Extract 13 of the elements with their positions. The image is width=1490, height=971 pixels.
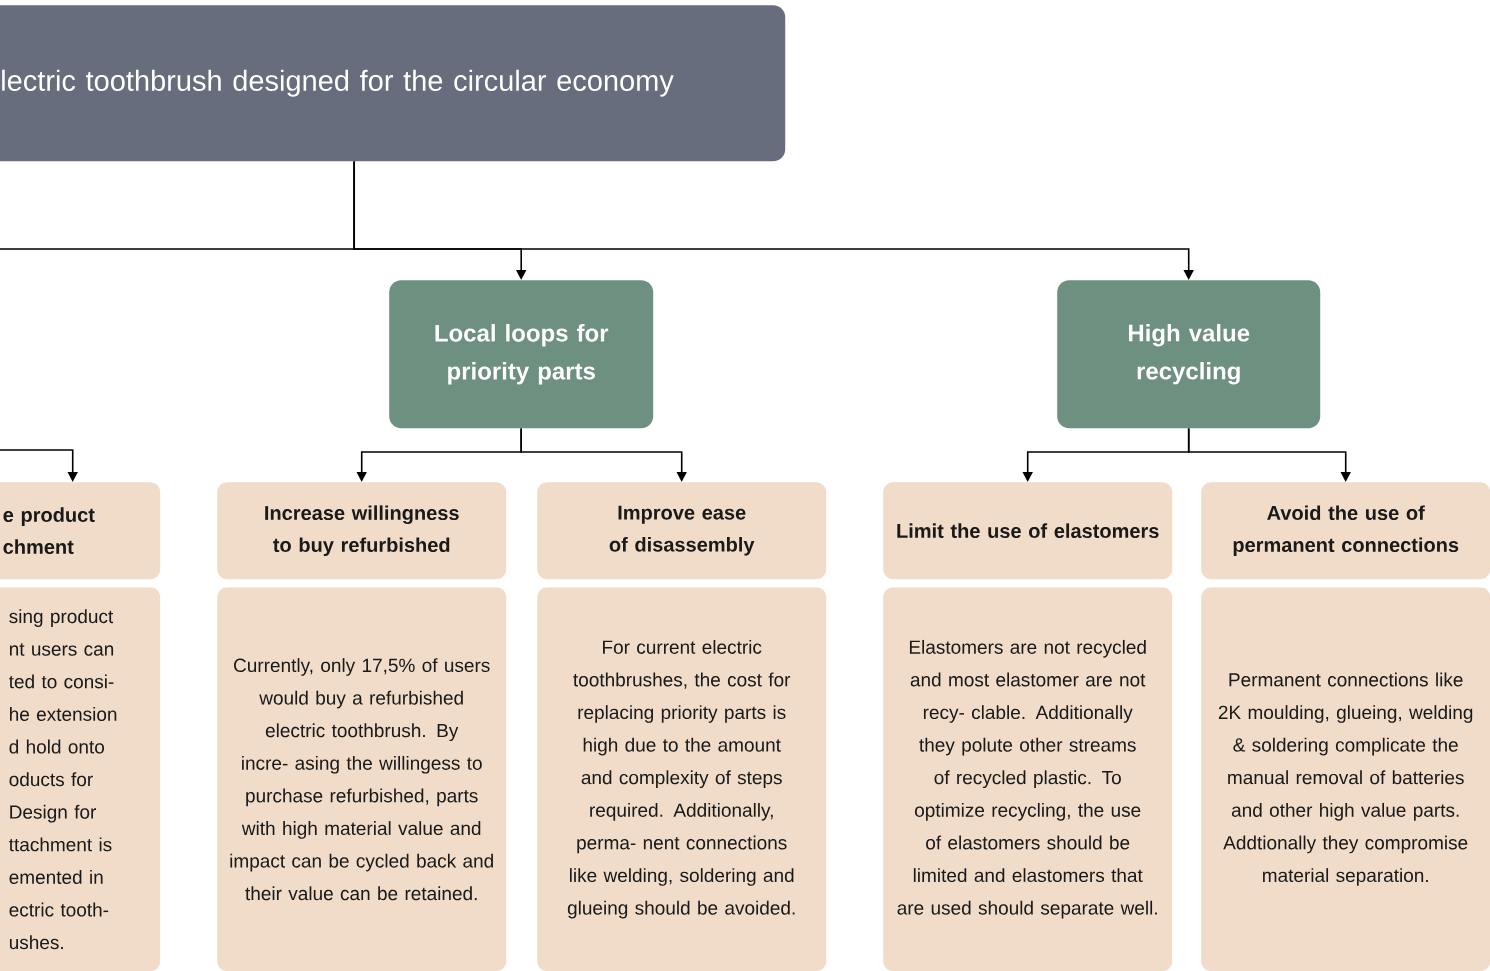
description-box: For current electric toothbrushes, the cost for replacing priority parts is high due to the amount and complexity of steps required. Additionally, perma- nent connections like welding, soldering and glueing should be avoided.: [537, 587, 827, 971]
heading-box: Improve ease of disassembly: [537, 482, 827, 580]
description-box: Currently, only 17,5% of users would buy a refurbished electric toothbrush. By incre- asing the willingess to purchase refurbished, parts with high material value and impact can be cycled back and their value can be retained.: [217, 587, 507, 971]
category-box: High value recycling: [1057, 280, 1321, 429]
heading-box: e product chment: [0, 482, 161, 580]
heading-box: Limit the use of elastomers: [883, 482, 1173, 580]
description-box: Permanent connections like 2K moulding, glueing, welding & soldering complicate the manual removal of batteries and other high value parts. Addtionally they compromise material separation.: [1201, 587, 1490, 971]
heading-box: Increase willingness to buy refurbished: [217, 482, 507, 580]
category-box: Local loops for priority parts: [389, 280, 654, 429]
description-box: Elastomers are not recycled and most elastomer are not recy- clable. Additionally they polute other streams of recycled plastic. To optimize recycling, the use of elastomers should be limited and elastomers that are used should separate well.: [883, 587, 1173, 971]
heading-box: Avoid the use of permanent connections: [1201, 482, 1490, 580]
title-box: lectric toothbrush designed for the circular economy: [0, 5, 786, 162]
description-box: sing product nt users can ted to consi- he extension d hold onto oducts for Design for ttachment is emented in ectric tooth- ushes.: [0, 587, 161, 971]
